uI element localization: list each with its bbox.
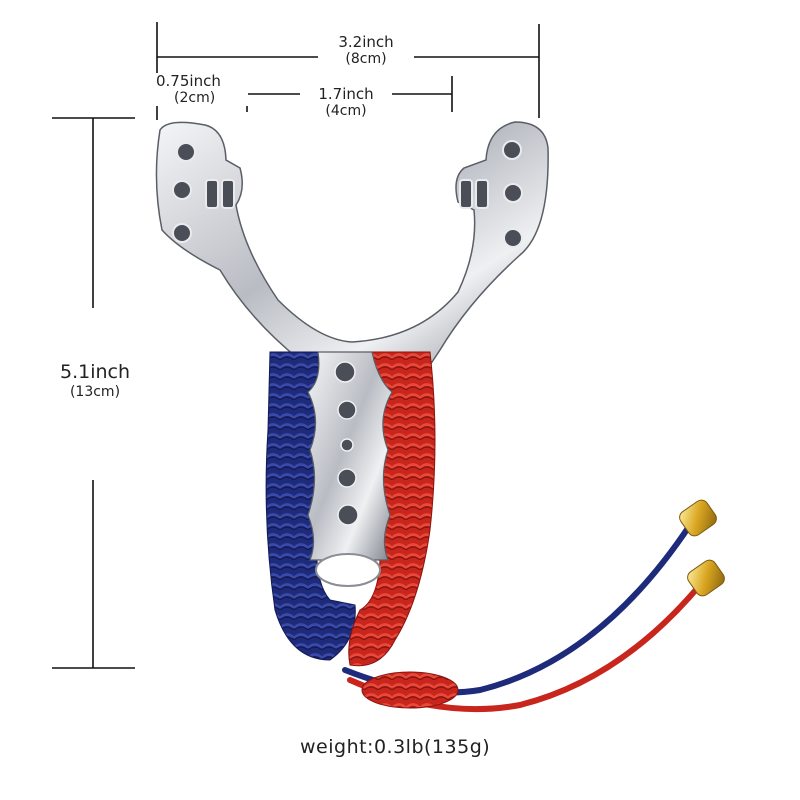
fork-gap-cm: (4cm) [325,103,367,120]
width-total-cm: (8cm) [345,51,387,68]
slingshot-frame [155,121,549,381]
lanyard [342,522,703,713]
gold-cord-tips [679,499,725,597]
prong-width-label: 0.75inch (2cm) [156,72,248,107]
prong-width-inch: 0.75inch [156,72,221,90]
width-total-label: 3.2inch (8cm) [318,33,414,68]
weight-label: weight:0.3lb(135g) [300,736,491,758]
handle-cord-wrap [265,351,436,667]
fork-gap-label: 1.7inch (4cm) [300,85,392,120]
width-total-inch: 3.2inch [338,33,394,51]
fork-gap-inch: 1.7inch [318,85,374,103]
height-label: 5.1inch (13cm) [40,361,150,400]
prong-width-cm: (2cm) [174,90,216,107]
height-inch: 5.1inch [59,361,131,383]
height-cm: (13cm) [69,383,121,400]
